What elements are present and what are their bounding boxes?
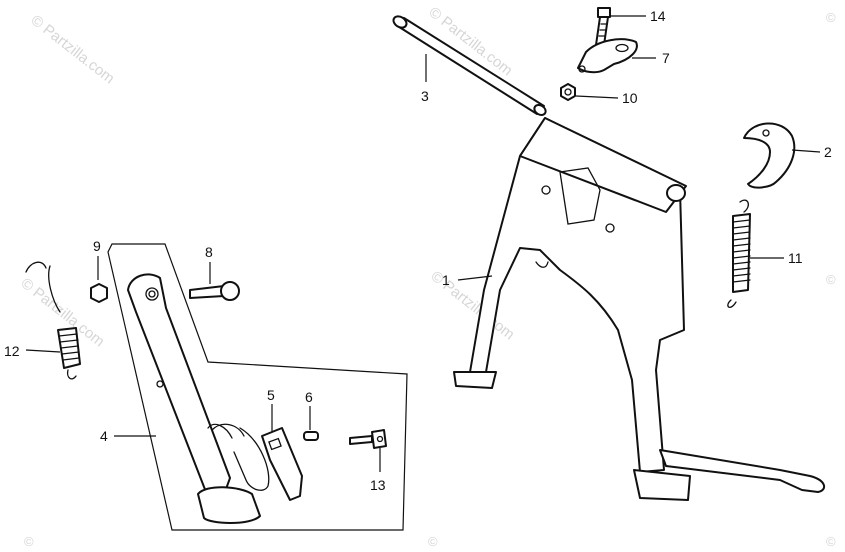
callout-9: 9 bbox=[93, 238, 101, 254]
callout-14: 14 bbox=[650, 8, 666, 24]
callout-6: 6 bbox=[305, 389, 313, 405]
callout-12: 12 bbox=[4, 343, 20, 359]
leader-10 bbox=[575, 95, 619, 99]
pin-6 bbox=[303, 431, 319, 441]
callout-7: 7 bbox=[662, 50, 670, 66]
watermark-corner-right: © bbox=[826, 272, 836, 287]
leader-1 bbox=[457, 275, 493, 281]
pivot-bolt-8 bbox=[189, 281, 240, 301]
watermark-corner-bottom-left: © bbox=[24, 534, 34, 549]
callout-labels: 1 2 3 4 5 6 7 8 9 10 11 12 13 14 bbox=[4, 8, 832, 493]
nut-9 bbox=[90, 283, 108, 303]
callout-3: 3 bbox=[421, 88, 429, 104]
side-stand-group-outline bbox=[107, 243, 408, 531]
side-stand bbox=[127, 273, 261, 524]
watermark-corner-top-right: © bbox=[826, 10, 836, 25]
pivot-shaft bbox=[392, 15, 547, 116]
switch-bracket bbox=[211, 423, 303, 501]
callout-2: 2 bbox=[824, 144, 832, 160]
watermark-corner-bottom-right: © bbox=[826, 534, 836, 549]
callout-13: 13 bbox=[370, 477, 386, 493]
callout-4: 4 bbox=[100, 428, 108, 444]
callout-10: 10 bbox=[622, 90, 638, 106]
bracket-plate bbox=[577, 38, 638, 74]
watermark-corner-bottom-center: © bbox=[428, 534, 438, 549]
bolt-13 bbox=[349, 429, 387, 449]
main-stand-spring bbox=[727, 199, 751, 308]
leader-lines bbox=[25, 15, 821, 472]
stopper bbox=[743, 122, 796, 189]
watermark-top: © Partzilla.com bbox=[28, 12, 118, 88]
main-stand bbox=[453, 117, 826, 501]
bolt-14 bbox=[595, 7, 611, 46]
nut-10 bbox=[560, 83, 576, 101]
callout-8: 8 bbox=[205, 244, 213, 260]
leader-12 bbox=[25, 349, 61, 353]
leader-2 bbox=[791, 149, 821, 153]
callout-5: 5 bbox=[267, 387, 275, 403]
callout-11: 11 bbox=[788, 250, 803, 266]
callout-1: 1 bbox=[442, 272, 450, 288]
side-stand-spring bbox=[25, 261, 81, 380]
